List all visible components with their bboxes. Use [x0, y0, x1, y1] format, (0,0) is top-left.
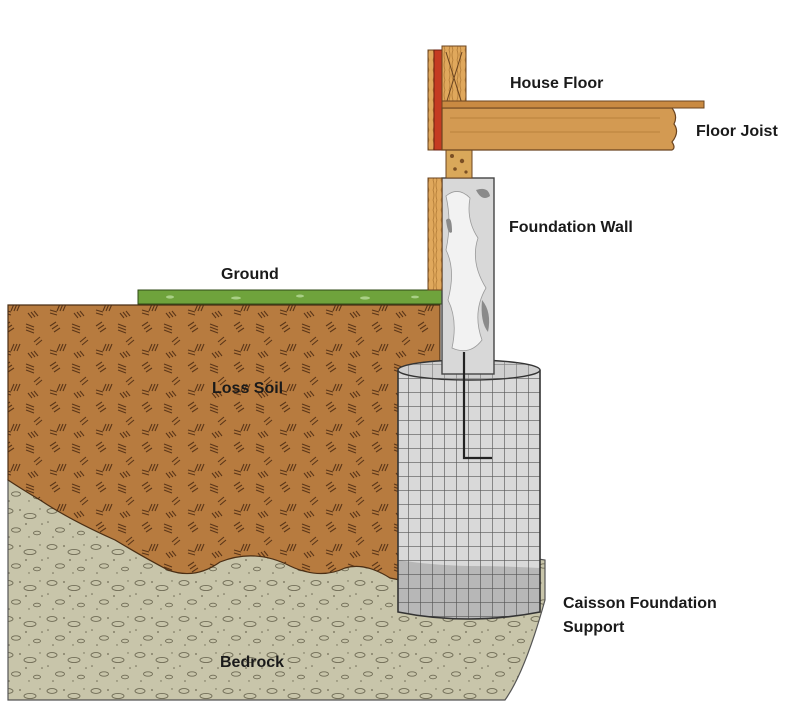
floor-joist — [441, 107, 678, 151]
foundation-wall — [441, 177, 495, 375]
form-board — [427, 177, 443, 291]
caisson-cylinder — [397, 359, 541, 620]
label-caisson-line1: Caisson Foundation — [563, 595, 717, 612]
label-caisson-line2: Support — [563, 619, 625, 636]
sill-block — [445, 147, 473, 179]
label-floor-joist: Floor Joist — [696, 123, 778, 140]
house-floor-board — [441, 100, 705, 109]
wall-framing — [427, 45, 467, 151]
soil-layer — [7, 304, 441, 589]
label-loss-soil: Loss Soil — [212, 380, 283, 397]
label-ground: Ground — [221, 266, 279, 283]
label-foundation-wall: Foundation Wall — [509, 219, 633, 236]
ground-grass — [137, 289, 443, 305]
label-house-floor: House Floor — [510, 75, 603, 92]
rebar — [462, 352, 492, 460]
label-bedrock: Bedrock — [220, 654, 284, 671]
